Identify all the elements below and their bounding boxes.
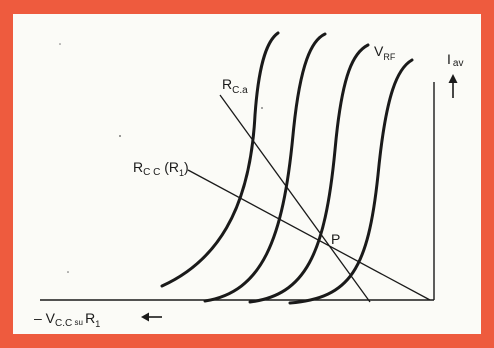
label-x-axis: – VC.C su R1 <box>34 310 100 329</box>
x-arrow-head <box>141 312 149 322</box>
iav-arrow-head <box>448 74 458 83</box>
load-line-rca <box>219 94 371 303</box>
label-r-cc: RC C (R1) <box>133 159 189 178</box>
load-line-rcc <box>187 169 431 301</box>
label-v-rf: VRF <box>374 43 396 62</box>
speck-2 <box>59 43 61 45</box>
characteristic-curve-1 <box>160 31 280 288</box>
label-r-ca: RC.a <box>222 76 248 96</box>
speck-3 <box>261 107 263 109</box>
speck-4 <box>67 271 69 273</box>
characteristic-curve-2 <box>203 32 327 303</box>
speck-1 <box>119 135 121 137</box>
characteristic-curve-3 <box>248 43 370 304</box>
label-point-p: P <box>331 231 340 247</box>
characteristic-curve-4 <box>288 58 414 305</box>
